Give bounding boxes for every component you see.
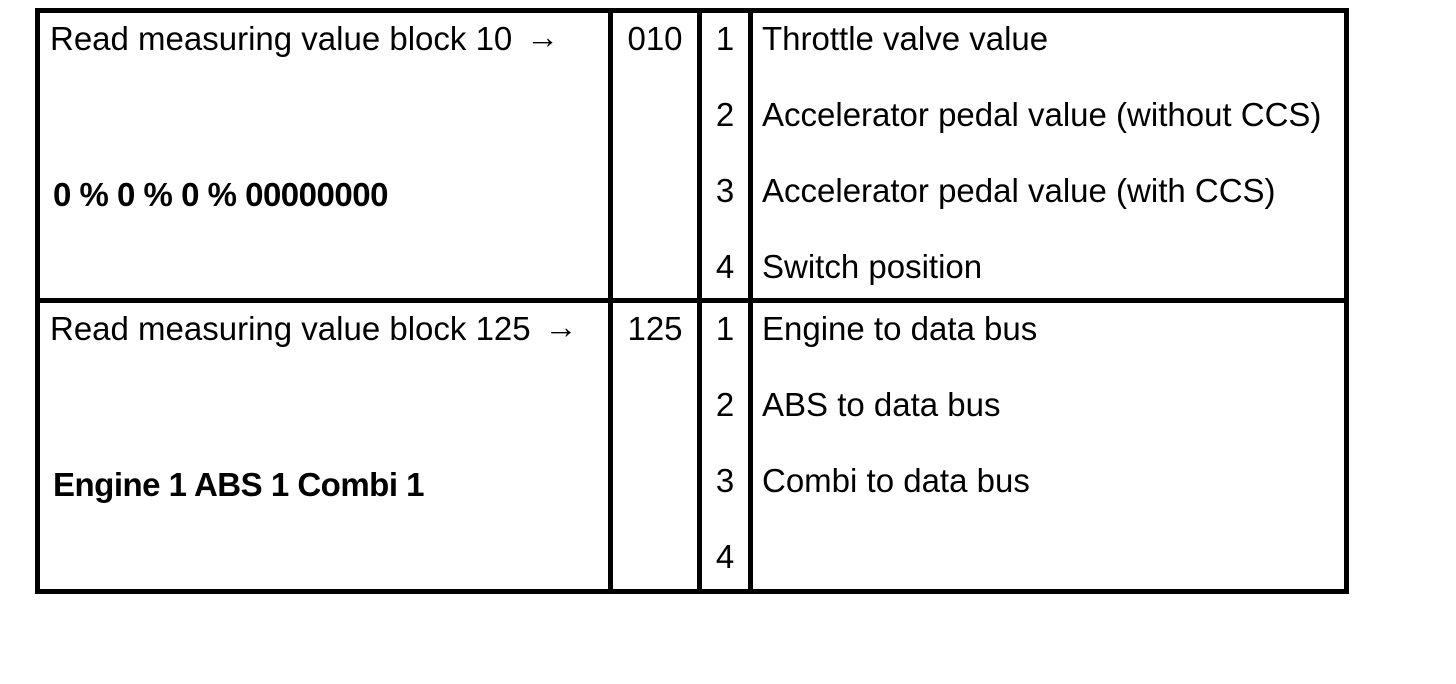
row2-field3-number: 3 xyxy=(715,462,735,499)
row2-field1-label: Engine to data bus xyxy=(762,310,1038,347)
right-arrow-icon: → xyxy=(544,308,578,345)
row2-field2-label: ABS to data bus xyxy=(762,386,1001,423)
row1-field4-number: 4 xyxy=(715,248,735,285)
row2-field2-number: 2 xyxy=(715,386,735,423)
row1-display-value: 0 % 0 % 0 % 00000000 xyxy=(53,176,388,213)
row1-field1-label: Throttle valve value xyxy=(762,20,1049,57)
row1-field4-label: Switch position xyxy=(762,248,983,285)
row2-field4-number: 4 xyxy=(715,538,735,575)
row1-field-number-cell: 1 2 3 4 xyxy=(702,13,748,298)
row2-command-cell: Read measuring value block 125 → Engine 1… xyxy=(40,303,608,589)
row1-field3-number: 3 xyxy=(715,172,735,209)
row2-block-number: 125 xyxy=(627,310,683,347)
row2-block-number-cell: 125 xyxy=(613,303,697,589)
row1-command-label: Read measuring value block 10 xyxy=(50,20,513,57)
row2-field-label-cell: Engine to data bus ABS to data bus Combi… xyxy=(753,303,1344,589)
row1-block-number: 010 xyxy=(627,20,683,57)
row1-command-text: Read measuring value block 10 → xyxy=(50,18,560,57)
row2-command-text: Read measuring value block 125 → xyxy=(50,308,578,347)
row1-field2-number: 2 xyxy=(715,96,735,133)
row2-display-value: Engine 1 ABS 1 Combi 1 xyxy=(53,466,425,503)
row1-block-number-cell: 010 xyxy=(613,13,697,298)
row1-field1-number: 1 xyxy=(715,20,735,57)
row1-field-label-cell: Throttle valve value Accelerator pedal v… xyxy=(753,13,1344,298)
measuring-value-block-table: Read measuring value block 10 → 0 % 0 % 0… xyxy=(35,8,1349,594)
row2-field1-number: 1 xyxy=(715,310,735,347)
row2-field3-label: Combi to data bus xyxy=(762,462,1030,499)
row2-command-label: Read measuring value block 125 xyxy=(50,310,531,347)
right-arrow-icon: → xyxy=(526,18,560,55)
row1-command-cell: Read measuring value block 10 → 0 % 0 % 0… xyxy=(40,13,608,298)
row1-field3-label: Accelerator pedal value (with CCS) xyxy=(762,172,1276,209)
row2-field-number-cell: 1 2 3 4 xyxy=(702,303,748,589)
row1-field2-label: Accelerator pedal value (without CCS) xyxy=(762,96,1322,133)
